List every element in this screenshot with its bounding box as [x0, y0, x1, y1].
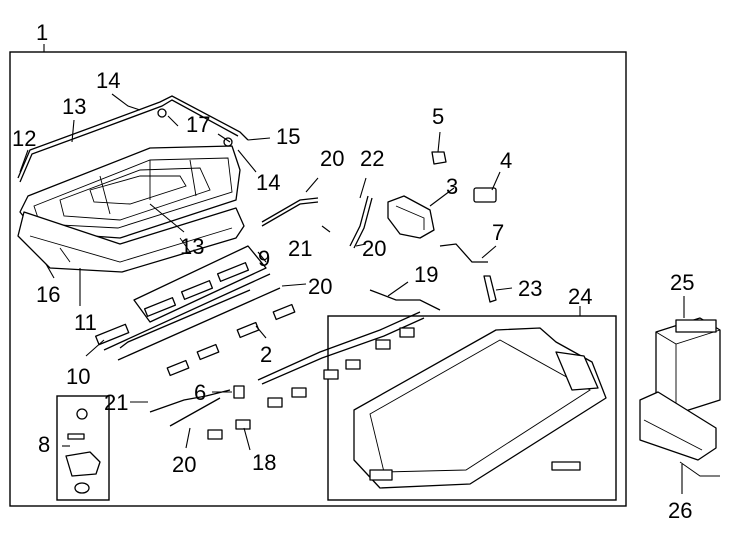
callout-2: 2	[260, 342, 272, 367]
battery-tray-lower	[17, 207, 245, 273]
item-24-frame	[327, 315, 617, 501]
cables	[103, 195, 441, 427]
callout-24: 24	[568, 284, 592, 309]
part-6	[233, 385, 245, 399]
connector-10	[95, 323, 130, 346]
callout-10: 10	[66, 364, 90, 389]
callout-11: 11	[74, 310, 97, 335]
callout-23: 23	[518, 276, 542, 301]
callout-9: 9	[258, 246, 270, 271]
callout-7: 7	[492, 220, 504, 245]
callout-15: 15	[276, 124, 300, 149]
item-8-frame	[56, 395, 110, 501]
assembly-frame	[9, 51, 627, 507]
callout-21a: 21	[288, 236, 312, 261]
callout-12: 12	[12, 126, 36, 151]
base-plate-24	[353, 327, 607, 489]
part-8-bits	[65, 408, 101, 494]
callout-6: 6	[194, 380, 206, 405]
callout-14b: 14	[256, 170, 280, 195]
connectors-2	[166, 303, 296, 377]
callout-13a: 13	[62, 94, 86, 119]
callout-1: 1	[36, 20, 48, 45]
callout-20b: 20	[362, 236, 386, 261]
leaders	[19, 93, 685, 494]
callout-21b: 21	[104, 390, 128, 415]
callout-18: 18	[252, 450, 276, 475]
callout-25: 25	[670, 270, 694, 295]
module-3	[387, 195, 435, 239]
callout-3: 3	[446, 174, 458, 199]
callout-4: 4	[500, 148, 512, 173]
callouts: 1 14 13 12 17 15 14 13 16 11 20 22 5 3 4…	[12, 20, 694, 523]
callout-26: 26	[668, 498, 692, 523]
part-23	[483, 275, 497, 303]
callout-5: 5	[432, 104, 444, 129]
connector-panel-9	[133, 245, 267, 323]
bracket-26	[639, 391, 720, 477]
clips-17	[157, 108, 233, 147]
callout-8: 8	[38, 432, 50, 457]
callout-16: 16	[36, 282, 60, 307]
callout-13b: 13	[180, 234, 204, 259]
callout-14a: 14	[96, 68, 120, 93]
part-5	[431, 151, 447, 165]
callout-20d: 20	[172, 452, 196, 477]
callout-20a: 20	[320, 146, 344, 171]
part-4	[473, 187, 497, 203]
callout-22: 22	[360, 146, 384, 171]
connectors-18	[207, 327, 415, 440]
battery-cover	[19, 145, 241, 239]
callout-20c: 20	[308, 274, 332, 299]
control-module-25	[655, 317, 721, 415]
callout-17: 17	[186, 112, 210, 137]
callout-19: 19	[414, 262, 438, 287]
part-7	[439, 243, 488, 263]
seal-strip-13	[17, 95, 249, 183]
